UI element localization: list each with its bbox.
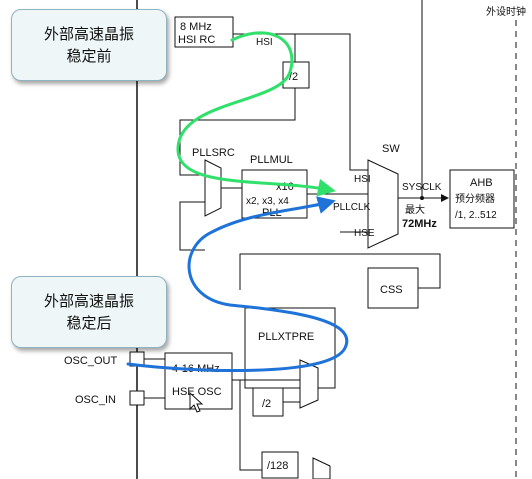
pllsrc-label: PLLSRC [192,147,235,159]
hsi-rc-box [174,16,234,48]
rtc-mux [312,457,331,479]
pllsrc-mux [204,159,222,217]
pll-feedback-wire [179,201,205,251]
cursor-icon [189,391,204,413]
sw-mux [367,159,399,249]
mux-hsi-label: HSI [354,174,371,185]
css-link-wire [239,253,441,290]
css-label: CSS [380,284,403,296]
hsi-wire [233,33,368,171]
hsi-rc-freq: 8 MHz [180,21,212,33]
max-label-freq: 72MHz [402,218,437,230]
sysclk-label: SYSCLK [402,182,442,193]
css-box [367,267,419,309]
ahb-box [449,169,515,229]
osc-out-label: OSC_OUT [64,355,117,367]
ahb-title: AHB [470,177,493,189]
sw-label: SW [382,143,400,155]
ahb-prescaler: 预分频器 [455,192,495,205]
div2-bottom-box [252,387,284,417]
hse-osc-box [164,352,233,410]
ahb-range: /1, 2..512 [455,210,497,221]
pllxtpre-region [244,307,336,389]
div2-to-pllsrc-wire [179,88,296,176]
pllxtpre-label: PLLXTPRE [258,331,314,343]
div2-top-label: /2 [289,71,298,83]
div128-box [261,451,299,479]
callout-before-hse-stable: 外部高速晶振 稳定前 [11,9,167,81]
sysclk-junction [420,196,424,200]
div2-top-box [282,61,310,89]
pllmul-label: PLLMUL [250,154,293,166]
mux-hse-label: HSE [354,228,375,239]
hse-vertical-wire [239,380,262,471]
callout-after-hse-stable: 外部高速晶振 稳定后 [11,276,167,348]
top-right-label: 外设时钟 [486,5,526,18]
osc-in-label: OSC_IN [75,394,116,406]
div128-label: /128 [267,460,288,472]
pll-mults: x2, x3, x4 [246,196,289,207]
max-label-cn: 最大 [405,203,425,216]
osc-in-pin [129,390,145,406]
div2-bottom-label: /2 [262,398,271,410]
green-arrow [176,31,336,197]
hse-osc-name: HSE OSC [172,386,222,398]
blue-arrow [126,196,349,373]
hsi-rc-name: HSI RC [178,34,215,46]
hsi-wire-label: HSI [256,37,273,48]
mux-pllclk-label: PLLCLK [333,202,371,213]
